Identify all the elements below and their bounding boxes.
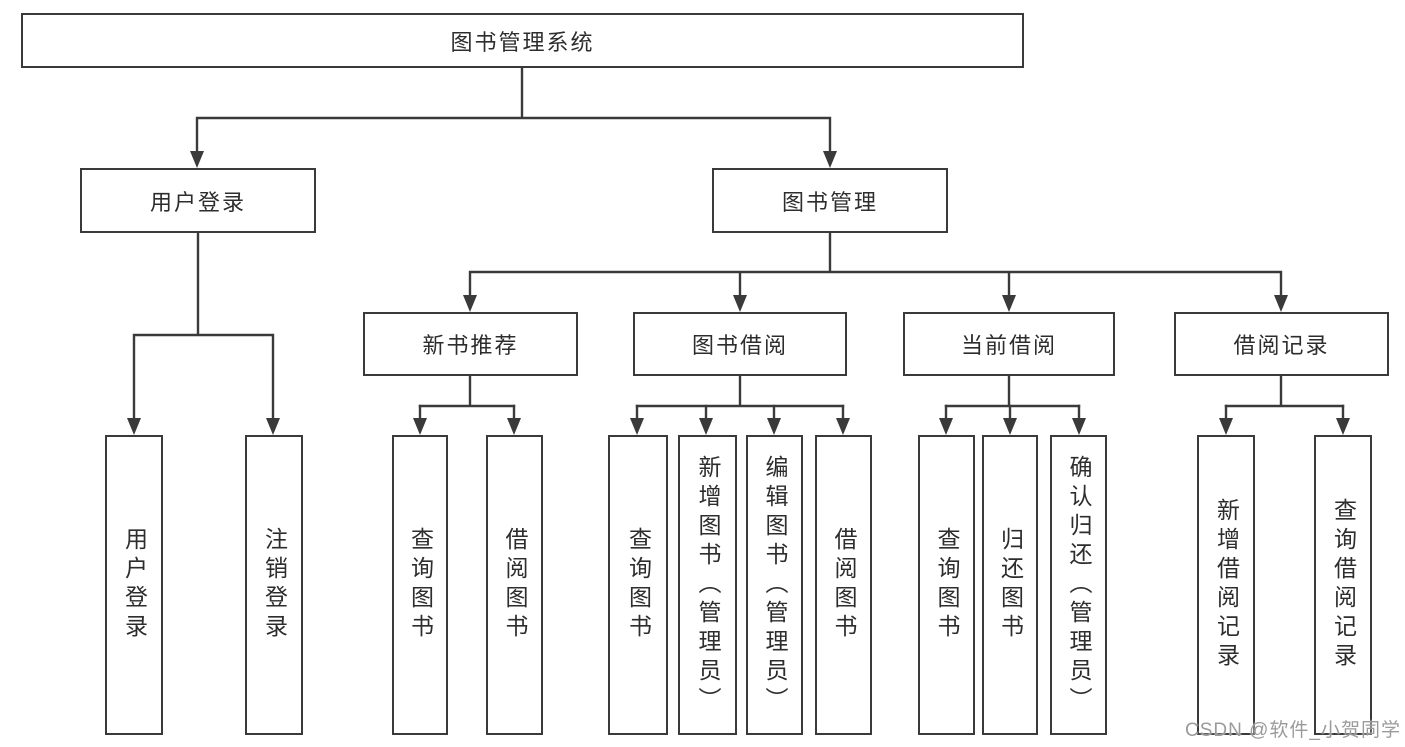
leaf-bb-add-books-admin-label: 新增图书（管理员）	[695, 454, 721, 716]
leaf-bb-borrow-books-label: 借阅图书	[831, 527, 857, 643]
leaf-bb-query-books-label: 查询图书	[625, 527, 652, 643]
leaf-user-login-label: 用户登录	[121, 527, 148, 643]
leaf-bb-edit-books-admin: 编辑图书（管理员）	[746, 435, 803, 735]
leaf-bb-query-books: 查询图书	[608, 435, 668, 735]
node-root: 图书管理系统	[21, 13, 1024, 68]
leaf-cb-query-books: 查询图书	[918, 435, 975, 735]
leaf-br-add-record: 新增借阅记录	[1197, 435, 1255, 735]
leaf-cb-confirm-return-admin: 确认归还（管理员）	[1050, 435, 1107, 735]
node-book-borrowing: 图书借阅	[633, 312, 847, 376]
leaf-nbr-borrow-books-label: 借阅图书	[502, 527, 528, 643]
leaf-nbr-borrow-books: 借阅图书	[486, 435, 543, 735]
leaf-cb-query-books-label: 查询图书	[934, 527, 960, 643]
leaf-bb-borrow-books: 借阅图书	[815, 435, 872, 735]
node-book-management: 图书管理	[712, 168, 948, 233]
leaf-br-query-record-label: 查询借阅记录	[1330, 498, 1357, 672]
node-current-borrowing: 当前借阅	[903, 312, 1115, 376]
leaf-br-add-record-label: 新增借阅记录	[1213, 498, 1240, 672]
leaf-nbr-query-books: 查询图书	[392, 435, 448, 735]
leaf-bb-edit-books-admin-label: 编辑图书（管理员）	[762, 454, 788, 716]
node-user-login: 用户登录	[80, 168, 316, 233]
leaf-cb-return-books-label: 归还图书	[997, 527, 1024, 643]
leaf-logout: 注销登录	[245, 435, 303, 735]
leaf-cb-return-books: 归还图书	[982, 435, 1038, 735]
leaf-user-login: 用户登录	[105, 435, 163, 735]
leaf-logout-label: 注销登录	[261, 527, 288, 643]
leaf-br-query-record: 查询借阅记录	[1314, 435, 1372, 735]
node-borrowing-records: 借阅记录	[1174, 312, 1389, 376]
leaf-nbr-query-books-label: 查询图书	[407, 527, 434, 643]
node-new-book-recommend: 新书推荐	[363, 312, 578, 376]
leaf-cb-confirm-return-admin-label: 确认归还（管理员）	[1066, 454, 1092, 716]
watermark: CSDN @软件_小贺同学	[1185, 720, 1401, 741]
leaf-bb-add-books-admin: 新增图书（管理员）	[678, 435, 737, 735]
